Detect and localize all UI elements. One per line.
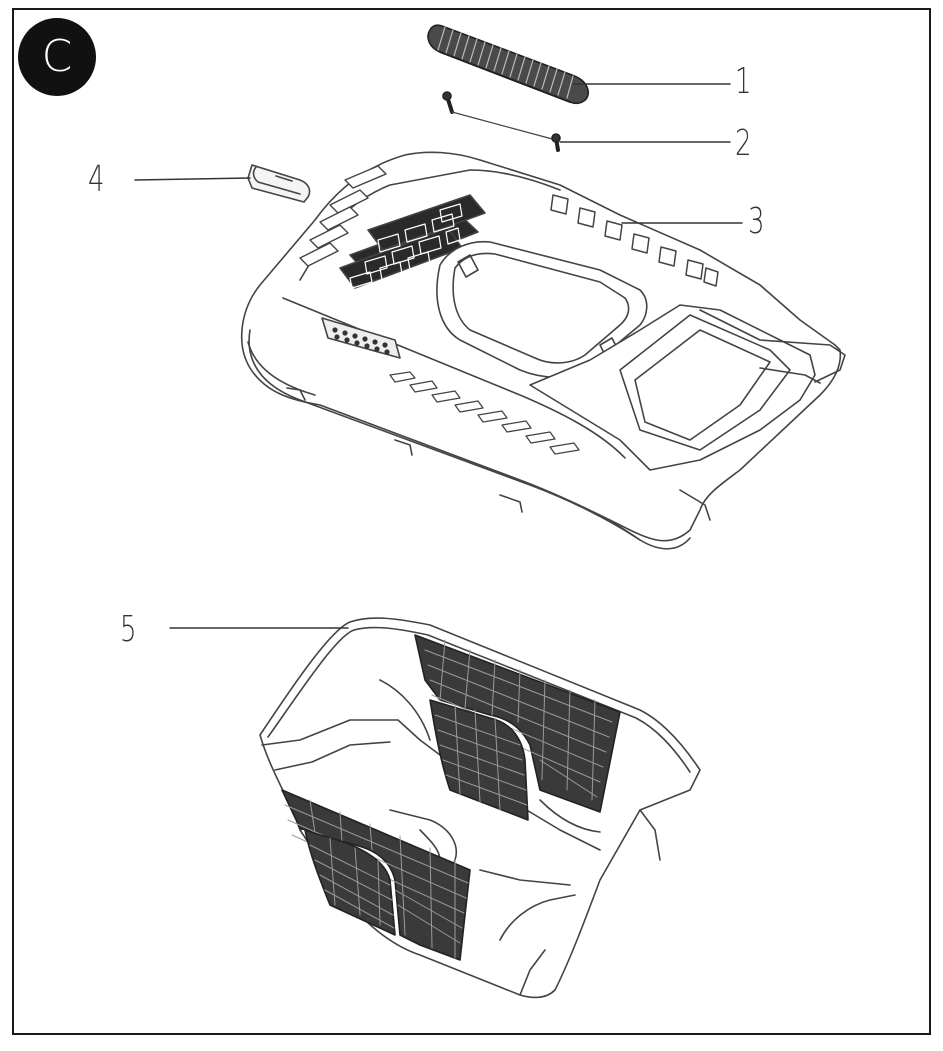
callout-4-label: 4: [88, 159, 105, 200]
section-badge-letter: C: [41, 31, 73, 82]
section-badge: [18, 18, 96, 96]
callout-3-label: 3: [748, 201, 765, 242]
part-3-indicator-slots: [550, 194, 719, 287]
callout-2-label: 2: [735, 123, 752, 164]
basket-mesh-front: [281, 789, 471, 961]
basket-mesh-back: [414, 634, 621, 813]
part-2-screws: [442, 91, 561, 152]
callout-5-label: 5: [120, 609, 137, 650]
diagram-frame: [12, 8, 931, 1035]
part-4-clip: [247, 164, 311, 203]
leader-lines: [134, 83, 743, 629]
part-5-basket: [259, 617, 701, 999]
warning-symbols: [339, 194, 486, 289]
part-1-handle-grip: [427, 24, 590, 105]
part-3-lid: [240, 151, 846, 550]
basket-mesh-side: [429, 699, 529, 821]
callout-1-label: 1: [735, 61, 752, 102]
